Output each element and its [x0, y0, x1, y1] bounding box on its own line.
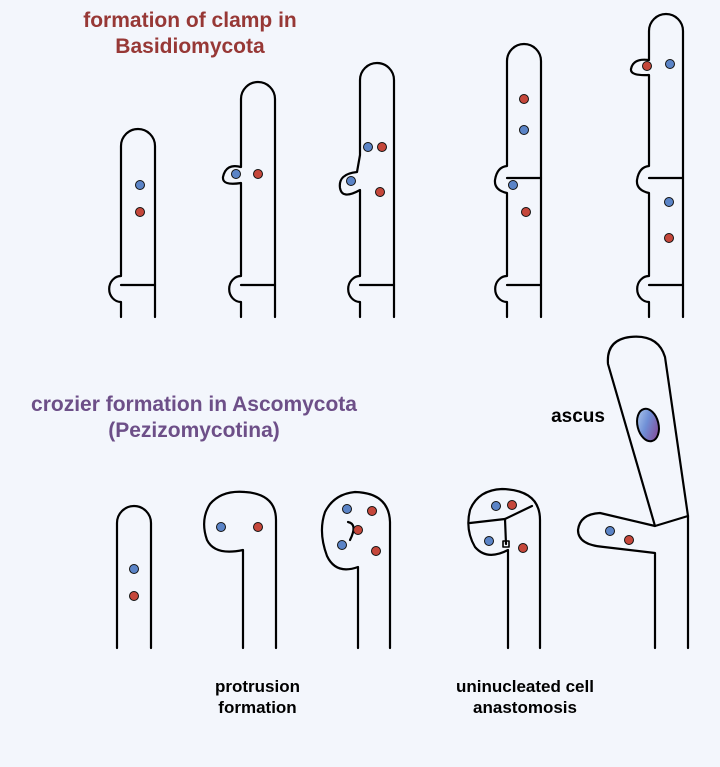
crozier-stage-3 [320, 490, 392, 650]
nucleus-blue [216, 522, 226, 532]
hypha-outline [629, 12, 685, 319]
nucleus-red [135, 207, 145, 217]
crozier-stage-5 [576, 335, 690, 650]
nucleus-blue [337, 540, 347, 550]
crozier-hook-inner [346, 520, 355, 542]
clamp-stage-2 [221, 80, 277, 319]
nucleus-red [129, 591, 139, 601]
nucleus-blue [664, 197, 674, 207]
septum [503, 517, 508, 546]
nucleus-blue [342, 504, 352, 514]
hypha-outline [203, 490, 278, 650]
anastomosis-label-line-2: anastomosis [473, 698, 577, 718]
nucleus-red [518, 543, 528, 553]
septum [468, 517, 507, 525]
nucleus-red [377, 142, 387, 152]
hypha-outline [115, 504, 153, 650]
hypha-outline [576, 511, 690, 650]
anastomosis-label: uninucleated cell anastomosis [425, 676, 625, 719]
hypha-outline [338, 61, 396, 319]
nucleus-red [353, 525, 363, 535]
protrusion-label: protrusion formation [190, 676, 325, 719]
clamp-stage-3 [338, 61, 396, 319]
protrusion-label-line-2: formation [218, 698, 297, 718]
nucleus-blue [363, 142, 373, 152]
hypha-outline [320, 490, 392, 650]
ascus-label: ascus [551, 406, 605, 427]
nucleus-blue [665, 59, 675, 69]
nucleus-blue [484, 536, 494, 546]
clamp-stage-4 [493, 42, 543, 319]
nucleus-blue [346, 176, 356, 186]
nucleus-red [507, 500, 517, 510]
hypha-outline [493, 42, 543, 319]
anastomosis-pore [502, 540, 510, 548]
nucleus-blue [605, 526, 615, 536]
nucleus-red [642, 61, 652, 71]
clamp-title-line-2: Basidiomycota [115, 35, 265, 59]
nucleus-blue [231, 169, 241, 179]
nucleus-blue [129, 564, 139, 574]
nucleus-red [371, 546, 381, 556]
clamp-stage-1 [108, 127, 157, 319]
nucleus-red [521, 207, 531, 217]
nucleus-red [624, 535, 634, 545]
crozier-stage-4 [467, 487, 542, 650]
nucleus-blue [135, 180, 145, 190]
hypha-outline [221, 80, 277, 319]
nucleus-blue [508, 180, 518, 190]
crozier-title-line-2: (Pezizomycotina) [108, 419, 280, 443]
nucleus-red [253, 522, 263, 532]
nucleus-red [664, 233, 674, 243]
clamp-title: formation of clamp in Basidiomycota [55, 8, 325, 61]
crozier-stage-1 [115, 504, 153, 650]
hypha-outline [467, 487, 542, 650]
nucleus-red [367, 506, 377, 516]
clamp-title-line-1: formation of clamp in [83, 9, 297, 32]
nucleus-blue [519, 125, 529, 135]
nucleus-red [519, 94, 529, 104]
clamp-stage-5 [629, 12, 685, 319]
crozier-title: crozier formation in Ascomycota (Pezizom… [8, 392, 380, 445]
crozier-stage-2 [203, 490, 278, 650]
protrusion-label-line-1: protrusion [215, 677, 300, 696]
ascus-nucleus [636, 407, 660, 443]
septum [503, 504, 534, 521]
nucleus-red [375, 187, 385, 197]
ascus-outline [606, 335, 690, 528]
crozier-title-line-1: crozier formation in Ascomycota [31, 393, 357, 416]
anastomosis-label-line-1: uninucleated cell [456, 677, 594, 696]
hypha-outline [108, 127, 157, 319]
nucleus-blue [491, 501, 501, 511]
nucleus-red [253, 169, 263, 179]
